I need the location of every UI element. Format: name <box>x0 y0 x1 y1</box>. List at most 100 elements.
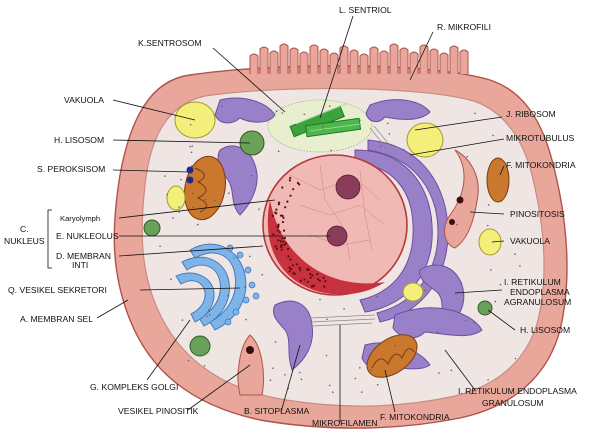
chromatin-dot <box>296 181 299 185</box>
ribosome <box>494 300 497 303</box>
microvillus <box>259 46 269 74</box>
chromatin-dot <box>283 236 286 240</box>
chromatin-dot <box>288 266 291 269</box>
microvillus <box>429 48 439 74</box>
ribosome <box>379 145 382 148</box>
ribosome <box>359 119 361 122</box>
ribosome <box>474 112 476 115</box>
label-pinositosis: PINOSITOSIS <box>510 209 565 219</box>
ribosome <box>359 367 361 369</box>
ribosome <box>233 257 235 259</box>
ribosome <box>487 224 489 227</box>
chromatin-dot <box>283 243 286 246</box>
label-f-mitokondria-bottom: F. MITOKONDRIA <box>380 412 450 422</box>
ribosome <box>519 265 521 267</box>
nucleus-bracket <box>47 209 52 269</box>
ribosome <box>191 192 194 195</box>
lysosome <box>477 300 493 316</box>
ribosome <box>284 374 286 376</box>
ribosome <box>180 178 182 181</box>
ribosome <box>515 280 517 283</box>
chromatin-dot <box>277 223 280 226</box>
ribosome <box>341 131 343 133</box>
label-i-re-agranulosum-1: I. RETIKULUM <box>504 277 561 287</box>
chromatin-dot <box>316 273 319 276</box>
ribosome <box>189 124 192 126</box>
label-a-membran-sel: A. MEMBRAN SEL <box>20 314 93 324</box>
microvillus <box>419 44 429 74</box>
vacuole <box>406 122 444 158</box>
chromatin-dot <box>298 183 301 186</box>
ribosome <box>376 384 379 386</box>
ribosome <box>403 148 405 151</box>
ribosome <box>244 286 246 288</box>
golgi-complex <box>175 243 247 331</box>
chromatin-dot <box>280 243 283 247</box>
ribosome <box>191 145 193 147</box>
ribosome <box>376 295 378 298</box>
ribosome <box>272 367 274 370</box>
microvillus <box>349 49 359 74</box>
ribosome <box>269 379 272 382</box>
chromatin-dot <box>306 280 310 283</box>
ribosome <box>328 105 331 107</box>
ribosome <box>204 198 206 201</box>
ribosome <box>514 357 517 360</box>
chromatin-band <box>267 200 385 295</box>
microvillus <box>459 49 469 74</box>
ribosome <box>192 206 194 209</box>
ribosome <box>473 322 475 324</box>
secretory-vesicle <box>236 251 244 259</box>
chromatin-dot <box>292 188 295 191</box>
nucleolus <box>335 174 361 200</box>
ribosome <box>275 110 278 113</box>
chromatin-dot <box>299 279 302 282</box>
chromatin-dot <box>288 179 291 182</box>
microvillus <box>269 50 279 74</box>
chromatin-dot <box>284 242 288 245</box>
ribosome <box>499 283 502 286</box>
ribosome <box>250 174 253 177</box>
ribosome <box>456 223 458 226</box>
microvilli <box>249 43 469 74</box>
ribosome <box>370 369 372 371</box>
chromatin-dot <box>289 258 292 261</box>
ribosome <box>322 126 324 128</box>
chromatin-dot <box>274 245 277 248</box>
ribosome <box>411 309 414 311</box>
chromatin-dot <box>303 278 306 281</box>
ribosome <box>166 194 168 196</box>
secretory-vesicle <box>224 318 232 326</box>
chromatin-dot <box>307 268 310 271</box>
ribosome <box>409 153 412 155</box>
ribosome <box>514 253 516 255</box>
label-h-lisosom-right: H. LISOSOM <box>520 325 570 335</box>
ribosome <box>245 318 247 321</box>
ribosome <box>300 378 303 381</box>
ribosome <box>424 289 427 292</box>
ribosome <box>322 129 325 131</box>
ribosome <box>221 105 223 107</box>
label-vakuola-left: VAKUOLA <box>64 95 104 105</box>
secretory-vesicle <box>232 308 240 316</box>
microvillus <box>249 53 259 74</box>
chromatin-dot <box>309 276 312 279</box>
chromatin-dot <box>287 247 290 250</box>
chromatin-dot <box>291 264 295 267</box>
ribosome <box>203 364 206 367</box>
microvillus <box>299 51 309 74</box>
chromatin-dot <box>280 245 283 248</box>
chromatin-dot <box>280 248 283 251</box>
microvillus <box>289 47 299 74</box>
labels: L. SENTRIOL K.SENTROSOM R. MIKROFILI VAK… <box>4 5 577 428</box>
ribosome <box>464 319 467 322</box>
ribosome <box>187 359 190 362</box>
chromatin-dot <box>322 276 325 279</box>
chromatin-dot <box>277 203 280 206</box>
chromatin-dot <box>309 272 312 276</box>
label-f-mitokondria-right: F. MITOKONDRIA <box>506 160 576 170</box>
label-d-membran-2: INTI <box>72 260 88 270</box>
secretory-vesicle <box>248 281 256 289</box>
ribosome <box>228 192 230 194</box>
